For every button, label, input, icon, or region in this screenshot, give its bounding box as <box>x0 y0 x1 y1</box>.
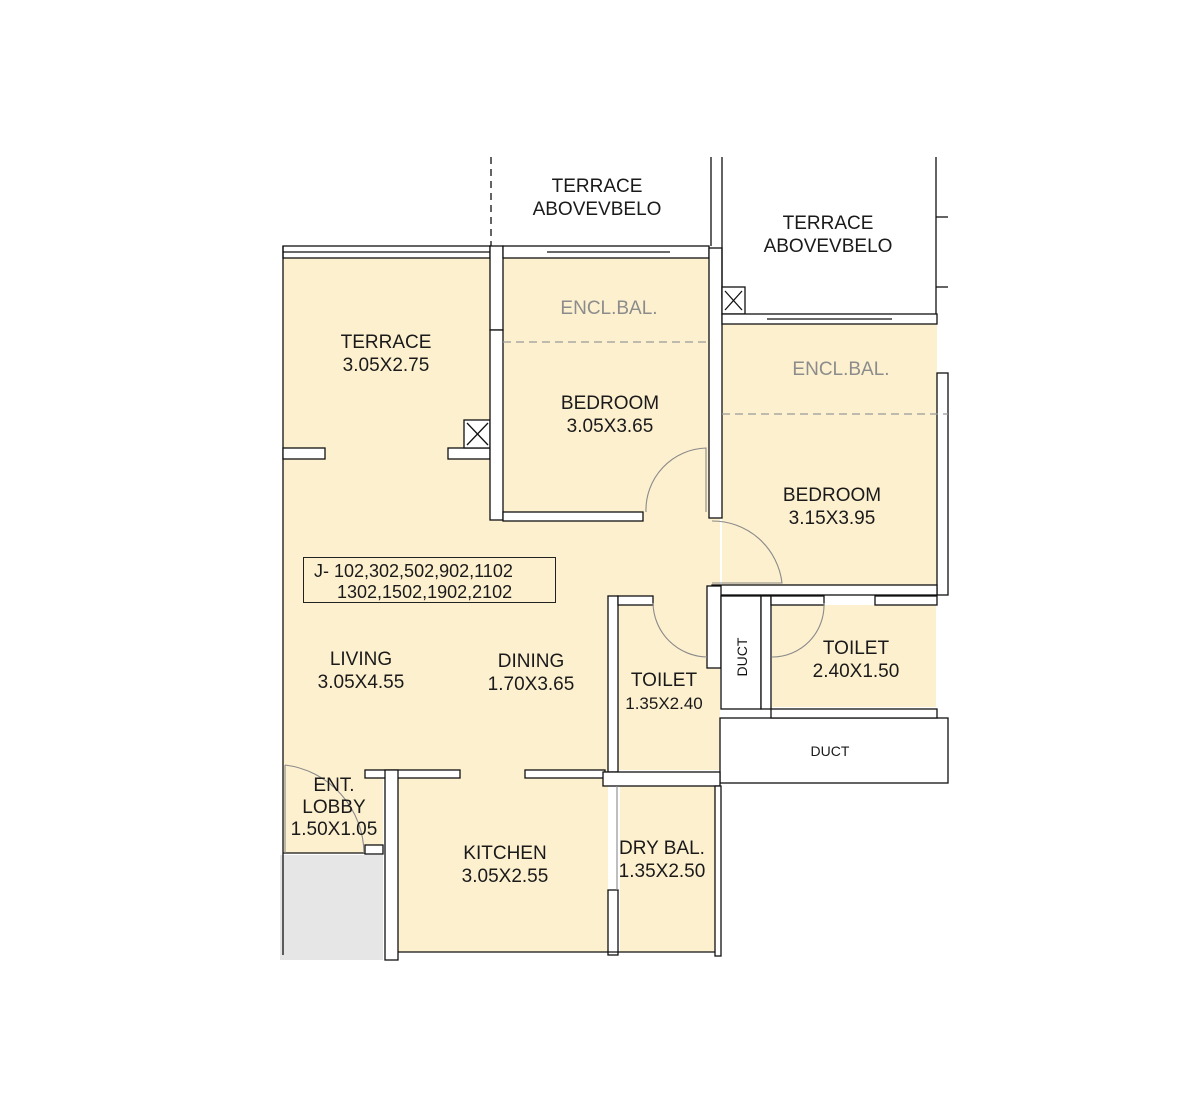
room-name: TERRACE <box>340 332 432 353</box>
room-name: TOILET <box>822 638 890 659</box>
room-size: 2.40X1.50 <box>812 661 900 682</box>
room-subtitle: ABOVEVBELO <box>763 236 893 257</box>
toilet-2-fill <box>772 605 936 707</box>
unit-numbers-box: J- 102,302,502,902,1102 1302,1502,1902,2… <box>303 557 556 603</box>
room-name: KITCHEN <box>463 843 547 864</box>
room-name: ENT. <box>313 775 355 796</box>
toilet-2-label: TOILET 2.40X1.50 <box>813 637 900 683</box>
duct-horizontal-label: DUCT <box>810 743 850 759</box>
doors <box>284 447 825 890</box>
room-name: ENCL.BAL. <box>792 359 890 380</box>
toilet-1-label: TOILET 1.35X2.40 <box>625 669 703 715</box>
terrace-above-below-1-label: TERRACE ABOVEVBELO <box>533 175 662 221</box>
ent-lobby-label: ENT. LOBBY 1.50X1.05 <box>291 775 378 841</box>
room-size: 1.50X1.05 <box>290 819 378 840</box>
encl-bal-2-label: ENCL.BAL. <box>792 358 889 381</box>
walls <box>282 157 949 961</box>
encl-bal-1-label: ENCL.BAL. <box>560 297 657 320</box>
terrace-above-below-2-label: TERRACE ABOVEVBELO <box>764 212 893 258</box>
room-name: TERRACE <box>551 176 643 197</box>
dry-bal-fill <box>620 785 715 952</box>
room-name-2: LOBBY <box>302 797 366 818</box>
room-size: 3.05X2.75 <box>342 355 430 376</box>
dining-label: DINING 1.70X3.65 <box>488 650 575 696</box>
terrace-fill <box>283 258 490 448</box>
room-name: DINING <box>497 651 565 672</box>
room-name: DRY BAL. <box>619 838 705 859</box>
room-name: BEDROOM <box>782 485 882 506</box>
room-name: BEDROOM <box>560 393 660 414</box>
bedroom-2-label: BEDROOM 3.15X3.95 <box>783 484 881 530</box>
dry-bal-label: DRY BAL. 1.35X2.50 <box>619 837 706 883</box>
living-label: LIVING 3.05X4.55 <box>318 648 405 694</box>
unit-numbers-line1: J- 102,302,502,902,1102 <box>314 561 513 581</box>
bedroom-2-fill <box>722 323 937 593</box>
room-size: 1.70X3.65 <box>487 674 575 695</box>
duct-vertical-label: DUCT <box>734 637 750 677</box>
room-name: LIVING <box>329 649 393 670</box>
room-name: ENCL.BAL. <box>560 298 658 319</box>
lobby-fill <box>283 770 383 853</box>
room-subtitle: ABOVEVBELO <box>532 199 662 220</box>
toilet-1-fill <box>620 605 708 770</box>
room-size: 3.05X3.65 <box>566 416 654 437</box>
room-name: TOILET <box>630 670 698 691</box>
terrace-label: TERRACE 3.05X2.75 <box>341 331 432 377</box>
room-size: 3.15X3.95 <box>788 508 876 529</box>
room-name: TERRACE <box>782 213 874 234</box>
room-size: 1.35X2.40 <box>625 694 703 713</box>
kitchen-label: KITCHEN 3.05X2.55 <box>462 842 549 888</box>
kitchen-fill <box>398 770 608 952</box>
room-size: 3.05X2.55 <box>461 866 549 887</box>
bedroom-1-label: BEDROOM 3.05X3.65 <box>561 392 659 438</box>
unit-numbers-line2: 1302,1502,1902,2102 <box>337 582 513 602</box>
room-size: 3.05X4.55 <box>317 672 405 693</box>
lobby-shade <box>280 855 383 960</box>
room-size: 1.35X2.50 <box>618 861 706 882</box>
